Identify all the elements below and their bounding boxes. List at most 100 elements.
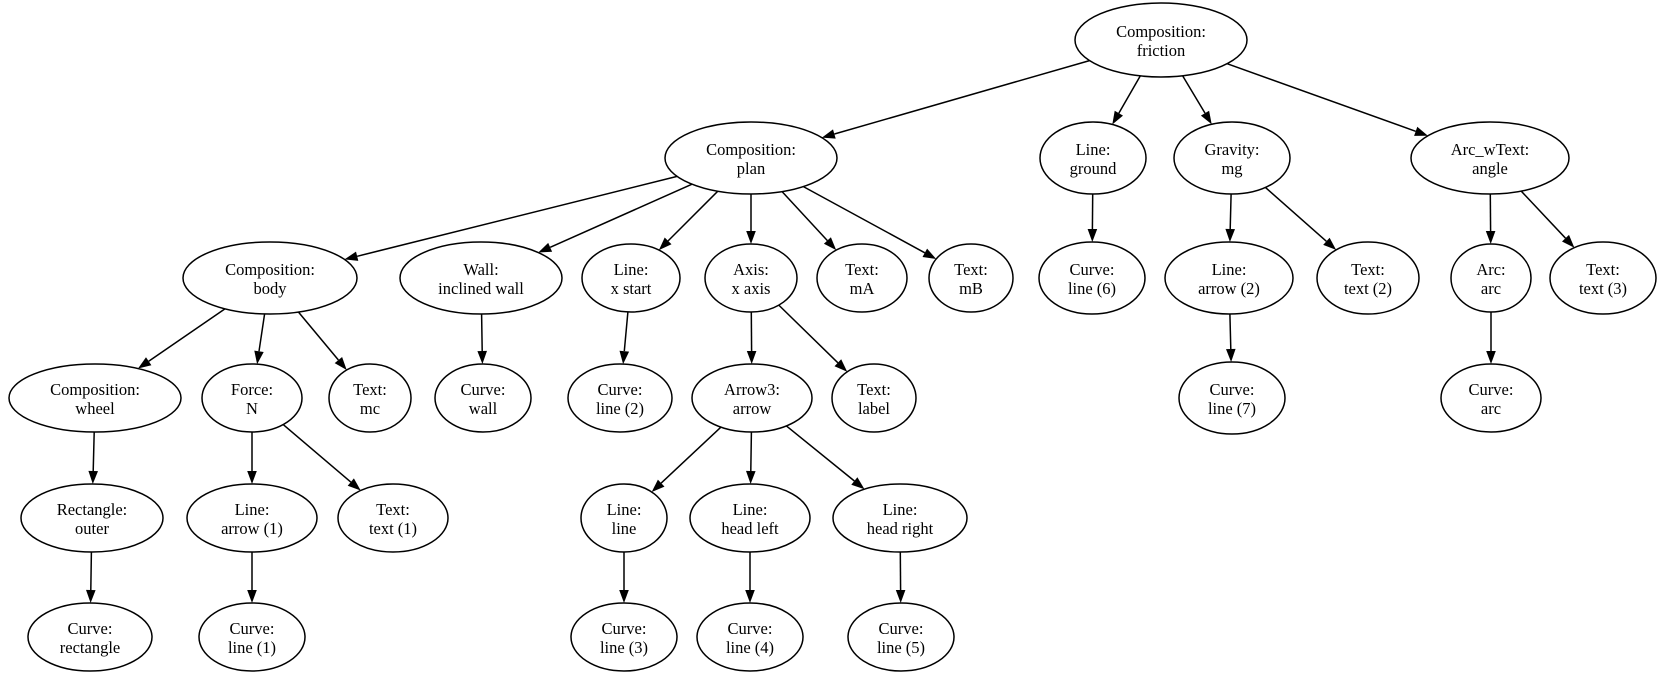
node-friction-type-text: Composition: bbox=[1116, 22, 1206, 41]
node-wheel-shape bbox=[8, 363, 182, 433]
node-ground-type-text: Line: bbox=[1076, 140, 1111, 159]
node-mA-label: Text:mA bbox=[845, 260, 879, 298]
node-wheel-name-text: wheel bbox=[75, 399, 115, 418]
node-curveline1-shape bbox=[198, 602, 306, 672]
node-friction-name-text: friction bbox=[1137, 41, 1186, 60]
arrowhead-plan-mB bbox=[922, 248, 937, 259]
node-text3: Text:text (3) bbox=[1549, 241, 1657, 315]
arrowhead-headleft-line4 bbox=[745, 590, 755, 603]
node-headleft-type-text: Line: bbox=[733, 500, 768, 519]
node-curverect-type-text: Curve: bbox=[68, 619, 113, 638]
node-headright-label: Line:head right bbox=[867, 500, 934, 538]
node-plan: Composition:plan bbox=[664, 121, 838, 195]
node-arrow3: Arrow3:arrow bbox=[691, 363, 813, 433]
node-line5-name-text: line (5) bbox=[877, 638, 925, 657]
arrowhead-wall-curvewall bbox=[477, 350, 487, 364]
node-forceN: Force:N bbox=[201, 363, 303, 433]
node-body-type-text: Composition: bbox=[225, 260, 315, 279]
node-arrow2-shape bbox=[1164, 241, 1294, 315]
node-arrow3-name-text: arrow bbox=[733, 399, 772, 418]
node-headleft-label: Line:head left bbox=[721, 500, 779, 538]
node-forceN-label: Force:N bbox=[231, 380, 273, 418]
node-curveline1-label: Curve:line (1) bbox=[228, 619, 276, 657]
node-arc-label: Arc:arc bbox=[1476, 260, 1505, 298]
node-arc: Arc:arc bbox=[1450, 243, 1532, 313]
node-label-type-text: Text: bbox=[857, 380, 891, 399]
node-friction: Composition:friction bbox=[1074, 2, 1248, 78]
node-headright-shape bbox=[832, 483, 968, 553]
arrowhead-lineline-line3 bbox=[619, 590, 629, 603]
arrowhead-friction-ground bbox=[1112, 110, 1123, 125]
edge-plan-mB bbox=[803, 185, 926, 254]
arrowhead-outer-curverect bbox=[86, 589, 96, 603]
node-line7-type-text: Curve: bbox=[1210, 380, 1255, 399]
node-line5-label: Curve:line (5) bbox=[877, 619, 925, 657]
arrowhead-xaxis-label bbox=[834, 359, 848, 372]
node-arrow3-label: Arrow3:arrow bbox=[724, 380, 780, 418]
node-xaxis: Axis:x axis bbox=[704, 243, 798, 313]
node-text1: Text:text (1) bbox=[337, 483, 449, 553]
node-mc-shape bbox=[328, 363, 412, 433]
node-headright-name-text: head right bbox=[867, 519, 934, 538]
node-gravity: Gravity:mg bbox=[1173, 121, 1291, 195]
edge-plan-mA bbox=[781, 191, 828, 242]
node-curvearc-label: Curve:arc bbox=[1469, 380, 1514, 418]
edge-friction-gravity bbox=[1181, 75, 1206, 114]
node-line6-label: Curve:line (6) bbox=[1068, 260, 1116, 298]
edge-body-forceN bbox=[258, 313, 266, 352]
node-text1-label: Text:text (1) bbox=[369, 500, 417, 538]
node-angle-type-text: Arc_wText: bbox=[1451, 140, 1530, 159]
node-curverect: Curve:rectangle bbox=[27, 602, 153, 672]
arrowhead-arrow1-curveline1 bbox=[247, 590, 257, 603]
node-xstart-shape bbox=[581, 243, 681, 313]
arrowhead-plan-wall bbox=[538, 242, 553, 253]
node-curvewall-name-text: wall bbox=[469, 399, 498, 418]
node-curvewall-shape bbox=[434, 363, 532, 433]
arrowhead-arrow3-headleft bbox=[746, 470, 756, 484]
node-lineline: Line:line bbox=[580, 483, 668, 553]
node-curvewall-label: Curve:wall bbox=[461, 380, 506, 418]
node-wall-label: Wall:inclined wall bbox=[438, 260, 524, 298]
arrowhead-plan-xaxis bbox=[746, 231, 756, 244]
node-gravity-name-text: mg bbox=[1221, 159, 1242, 178]
node-curveline1: Curve:line (1) bbox=[198, 602, 306, 672]
edge-arrow3-lineline bbox=[660, 426, 722, 484]
node-arrow1-shape bbox=[186, 483, 318, 553]
node-mc-name-text: mc bbox=[360, 399, 380, 418]
node-xstart-type-text: Line: bbox=[614, 260, 649, 279]
arrowhead-plan-xstart bbox=[658, 237, 672, 251]
arrowhead-angle-arc bbox=[1485, 231, 1496, 244]
node-outer-shape bbox=[20, 483, 164, 553]
nodes-layer: Composition:frictionComposition:planLine… bbox=[8, 2, 1657, 672]
node-curveline1-name-text: line (1) bbox=[228, 638, 276, 657]
node-outer-type-text: Rectangle: bbox=[57, 500, 128, 519]
node-line3-label: Curve:line (3) bbox=[600, 619, 648, 657]
node-line7-label: Curve:line (7) bbox=[1208, 380, 1256, 418]
node-line3-shape bbox=[570, 602, 678, 672]
node-line6-shape bbox=[1038, 241, 1146, 315]
node-angle-shape bbox=[1410, 121, 1570, 195]
node-xaxis-type-text: Axis: bbox=[733, 260, 769, 279]
node-text3-label: Text:text (3) bbox=[1579, 260, 1627, 298]
node-arc-name-text: arc bbox=[1481, 279, 1501, 298]
node-lineline-label: Line:line bbox=[607, 500, 642, 538]
node-arrow2: Line:arrow (2) bbox=[1164, 241, 1294, 315]
node-arrow1-name-text: arrow (1) bbox=[221, 519, 283, 538]
node-arrow3-shape bbox=[691, 363, 813, 433]
node-gravity-shape bbox=[1173, 121, 1291, 195]
arrowhead-body-wheel bbox=[138, 357, 152, 369]
node-outer-label: Rectangle:outer bbox=[57, 500, 128, 538]
node-ground-name-text: ground bbox=[1070, 159, 1117, 178]
node-ground-shape bbox=[1039, 121, 1147, 195]
node-curvearc-type-text: Curve: bbox=[1469, 380, 1514, 399]
node-lineline-type-text: Line: bbox=[607, 500, 642, 519]
edge-gravity-arrow2 bbox=[1229, 193, 1232, 230]
edge-angle-text3 bbox=[1520, 190, 1567, 239]
node-arrow1-label: Line:arrow (1) bbox=[221, 500, 283, 538]
arrowhead-forceN-arrow1 bbox=[247, 471, 257, 484]
node-forceN-type-text: Force: bbox=[231, 380, 273, 399]
arrowhead-plan-mA bbox=[823, 237, 837, 251]
node-text1-shape bbox=[337, 483, 449, 553]
